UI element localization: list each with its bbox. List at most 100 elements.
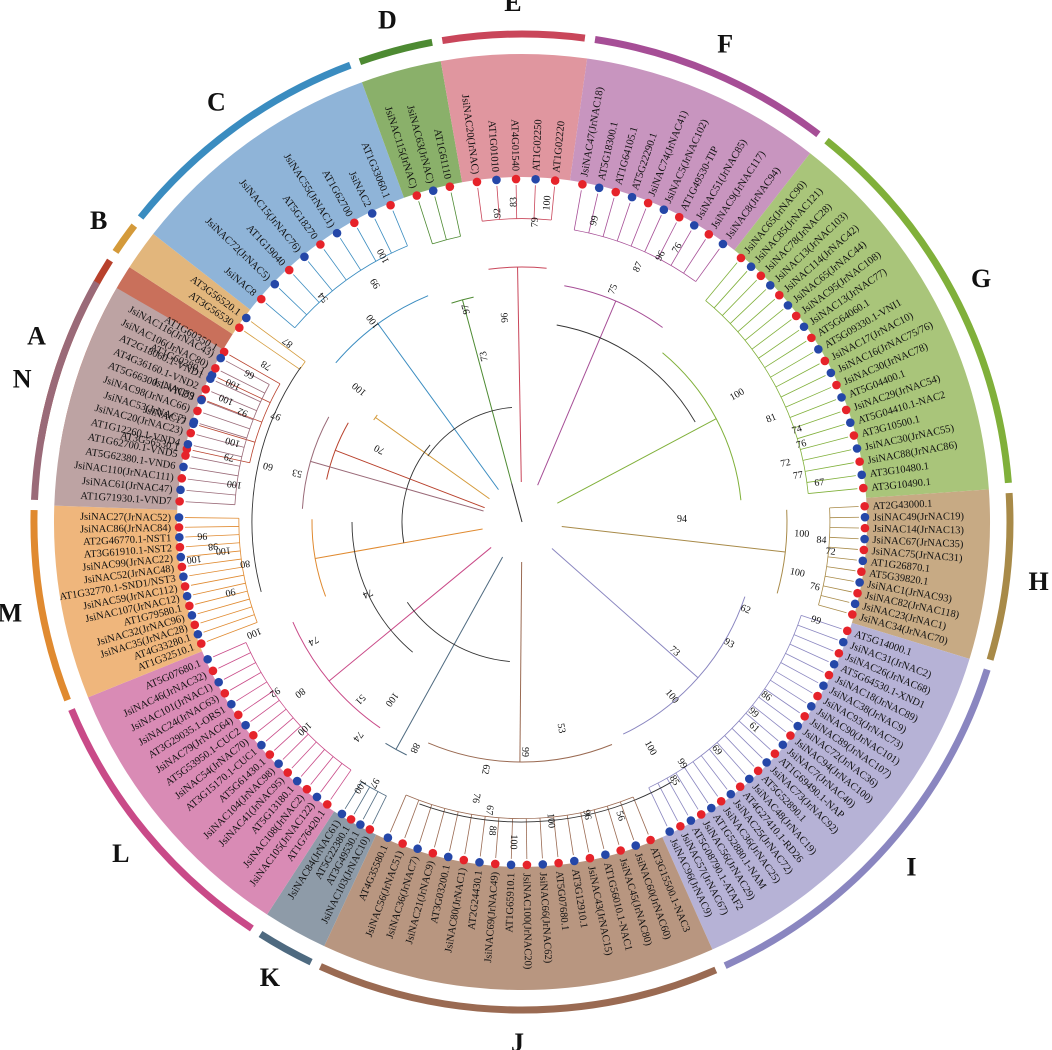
clade-arcs — [30, 30, 1014, 1014]
bootstrap-value: 84 — [816, 535, 827, 547]
clade-letter-i: I — [906, 853, 916, 882]
leaf-branch — [291, 741, 317, 769]
clade-stem-l — [328, 547, 492, 682]
bootstrap-value: 75 — [606, 283, 620, 296]
leaf-marker — [829, 659, 839, 669]
leaf-branch — [692, 761, 719, 797]
bootstrap-value: 100 — [226, 478, 242, 491]
bootstrap-value: 99 — [809, 614, 822, 628]
leaf-marker — [300, 252, 309, 262]
leaf-marker — [220, 688, 230, 698]
clade-sector-i — [662, 622, 970, 950]
leaf-branch — [223, 662, 256, 680]
leaf-marker — [842, 626, 852, 636]
clade-sector-g — [734, 153, 989, 498]
leaf-branch — [195, 590, 248, 605]
clade-letter-h: H — [1029, 567, 1049, 596]
leaf-marker — [819, 681, 828, 690]
leaf-branch — [185, 526, 239, 528]
leaf-marker — [858, 556, 868, 566]
leaf-marker — [312, 792, 322, 802]
leaf-branch — [806, 475, 856, 483]
leaf-marker — [346, 815, 356, 824]
leaf-marker — [643, 198, 653, 208]
leaf-branch — [708, 748, 737, 783]
leaf-branch — [186, 490, 236, 496]
bootstrap-value: 97 — [367, 776, 382, 790]
leaf-marker — [201, 385, 211, 394]
leaf-branch — [573, 190, 582, 231]
leaf-marker — [770, 749, 780, 759]
leaf-branch — [632, 796, 649, 835]
leaf-branch — [764, 688, 800, 714]
leaf-marker — [365, 825, 375, 834]
leaf-marker — [522, 860, 532, 870]
leaf-marker — [274, 759, 283, 769]
leaf-marker — [578, 180, 587, 189]
leaf-branch — [829, 506, 859, 509]
leaf-branch — [185, 501, 235, 506]
leaf-marker — [241, 720, 250, 730]
leaf-marker — [538, 860, 548, 869]
leaf-branch — [826, 566, 856, 572]
leaf-marker — [762, 758, 771, 767]
clade-arc-f — [594, 36, 821, 138]
leaf-marker — [832, 380, 841, 390]
leaf-marker — [824, 670, 834, 680]
clade-sub-branch-f — [574, 229, 697, 282]
backbone-arc — [251, 366, 302, 593]
clade-arc-e — [441, 30, 586, 45]
clade-sector-c — [153, 82, 405, 310]
clade-arc-branch-h — [776, 509, 788, 594]
leaf-marker — [428, 186, 438, 195]
leaf-marker — [860, 523, 870, 533]
leaf-branch — [187, 558, 242, 567]
leaf-branch — [250, 700, 280, 722]
leaf-branch — [713, 270, 748, 309]
leaf-branch — [186, 550, 241, 557]
leaf-marker — [756, 271, 766, 281]
leaf-branch — [185, 517, 239, 519]
clade-letter-a: A — [27, 322, 46, 351]
leaf-branch — [793, 411, 841, 429]
bootstrap-value: 53 — [291, 466, 303, 479]
leaf-marker — [211, 364, 220, 373]
clade-sub-branch-a — [249, 383, 281, 463]
leaf-marker — [753, 766, 763, 776]
leaf-marker — [718, 239, 728, 249]
bootstrap-value: 100 — [224, 434, 241, 449]
bootstrap-value: 99 — [675, 757, 690, 771]
leaf-marker — [848, 610, 857, 619]
leaf-branch — [695, 248, 720, 282]
bootstrap-value: 76 — [670, 241, 685, 255]
leaf-branch — [510, 818, 513, 859]
leaf-branch — [770, 679, 807, 704]
bootstrap-value: 96 — [580, 809, 593, 821]
clade-letter-j: J — [511, 1028, 524, 1050]
leaf-branch — [243, 690, 274, 712]
clade-arc-branch-m — [311, 519, 327, 597]
leaf-branch — [550, 186, 555, 221]
leaf-label: JsiNAC100(JrNAC20) — [521, 873, 533, 970]
clade-stem-c — [377, 323, 499, 490]
clade-sub-branch-h — [818, 507, 831, 606]
leaf-marker — [216, 353, 226, 363]
leaf-branch — [185, 542, 240, 548]
bootstrap-value: 100 — [217, 391, 235, 407]
clade-arc-branch-i — [622, 596, 746, 735]
leaf-marker — [837, 393, 846, 402]
bootstrap-value: 99 — [519, 747, 530, 757]
leaf-branch — [189, 467, 239, 477]
leaf-marker — [492, 175, 501, 185]
leaf-branch — [793, 634, 834, 652]
bootstrap-value: 76 — [795, 438, 808, 451]
leaf-marker — [855, 457, 864, 466]
leaf-branch — [344, 781, 362, 810]
bootstrap-value: 53 — [555, 722, 568, 734]
backbone-arc — [351, 521, 413, 653]
leaf-marker — [585, 853, 595, 863]
bootstrap-value: 76 — [470, 792, 483, 804]
leaf-branch — [273, 725, 301, 751]
leaf-marker — [180, 582, 190, 591]
leaf-marker — [820, 356, 830, 366]
